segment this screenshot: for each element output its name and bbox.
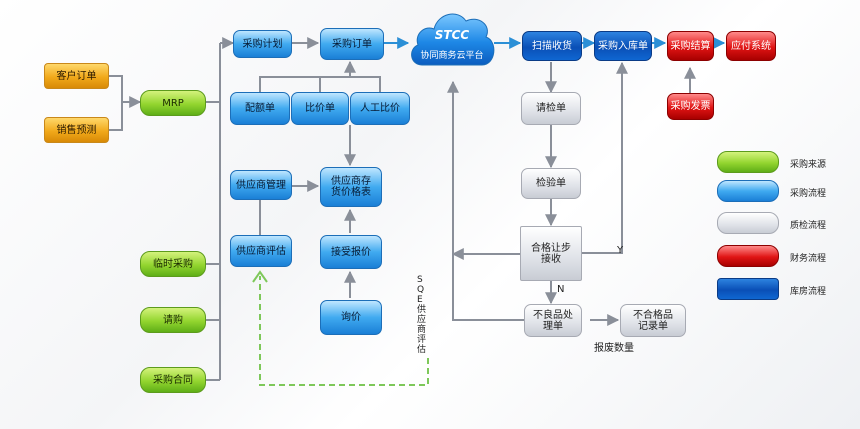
mrp-node: MRP (140, 90, 206, 116)
inquiry-node: 询价 (320, 300, 382, 335)
legend-swatch-finance (717, 245, 779, 267)
accept-quote-node: 接受报价 (320, 235, 382, 269)
inspection-request-node: 请检单 (521, 92, 581, 125)
yes-label: Y (617, 245, 624, 256)
supplier-price-list-node: 供应商存货价格表 (320, 167, 382, 207)
cloud-platform-label: 协同商务云平台 (420, 51, 484, 61)
legend-label-source: 采购来源 (790, 160, 827, 170)
purchase-plan-node: 采购计划 (233, 30, 292, 58)
legend-label-finance: 财务流程 (790, 254, 827, 264)
legend-swatch-quality (717, 212, 779, 234)
cloud-platform-icon (411, 13, 495, 66)
purchase-inbound-node: 采购入库单 (594, 31, 652, 61)
legend-label-warehouse: 库房流程 (790, 287, 827, 297)
requisition-node: 请购 (140, 307, 206, 333)
nonconforming-record-node: 不合格品记录单 (620, 304, 686, 337)
sqe-evaluation-label: SQE供应商评估 (417, 275, 427, 355)
legend-swatch-process (717, 180, 779, 202)
legend-label-quality: 质检流程 (790, 221, 827, 231)
no-label: N (557, 284, 565, 295)
manual-comparison-node: 人工比价 (350, 92, 410, 125)
supplier-evaluation-node: 供应商评估 (230, 235, 292, 267)
purchase-order-node: 采购订单 (320, 28, 384, 60)
qualified-decision-node: 合格让步接收 (520, 226, 582, 281)
scan-receipt-node: 扫描收货 (522, 31, 582, 61)
customer-order-node: 客户订单 (44, 63, 109, 89)
allocation-sheet-node: 配额单 (230, 92, 290, 125)
legend-swatch-source (717, 151, 779, 173)
inspection-sheet-node: 检验单 (521, 168, 581, 199)
legend-swatch-warehouse (717, 278, 779, 300)
purchase-invoice-node: 采购发票 (667, 93, 714, 120)
defect-handling-node: 不良品处理单 (524, 304, 582, 337)
purchase-settlement-node: 采购结算 (667, 31, 714, 61)
payables-node: 应付系统 (726, 31, 776, 61)
scrap-quantity-label: 报废数量 (594, 343, 634, 354)
cloud-logo-text: STCC (434, 28, 470, 42)
purchase-contract-node: 采购合同 (140, 367, 206, 393)
supplier-management-node: 供应商管理 (230, 170, 292, 200)
temp-purchase-node: 临时采购 (140, 251, 206, 277)
legend-label-process: 采购流程 (790, 189, 827, 199)
price-comparison-node: 比价单 (291, 92, 349, 125)
sales-forecast-node: 销售预测 (44, 117, 109, 143)
